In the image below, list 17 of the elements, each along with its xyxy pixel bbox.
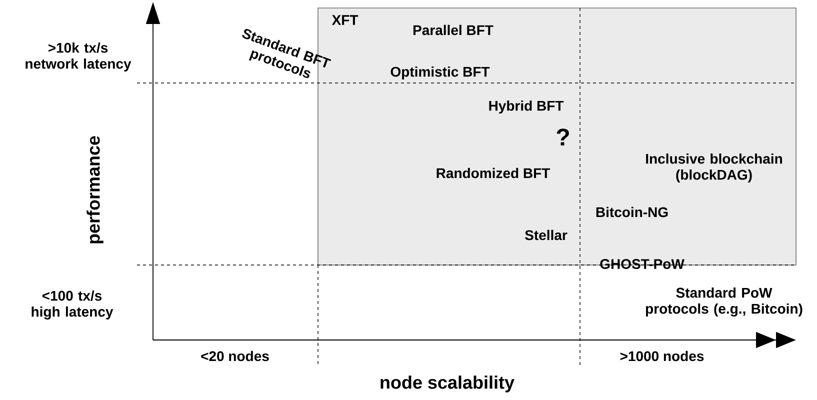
question-mark: ? (556, 128, 569, 146)
axis-label: <100 tx/s high latency (32, 290, 114, 320)
axis-title: performance (86, 136, 104, 244)
axis-title: node scalability (380, 376, 514, 392)
protocol-label: GHOST-PoW (600, 259, 684, 269)
protocol-label: Parallel BFT (413, 24, 494, 36)
protocol-label: Hybrid BFT (489, 100, 564, 114)
protocol-label: Randomized BFT (436, 168, 550, 178)
axis-label: >10k tx/s network latency (26, 42, 132, 72)
protocol-label: Stellar (525, 230, 568, 240)
protocol-label: Bitcoin-NG (596, 206, 668, 218)
protocol-label: XFT (332, 15, 358, 25)
protocol-label: Optimistic BFT (390, 66, 490, 80)
axis-label: >1000 nodes (620, 350, 704, 362)
protocol-label: Inclusive blockchain (blockDAG) (646, 153, 782, 183)
axis-label: <20 nodes (201, 350, 269, 362)
group-label: Standard PoW protocols (e.g., Bitcoin) (646, 287, 802, 317)
